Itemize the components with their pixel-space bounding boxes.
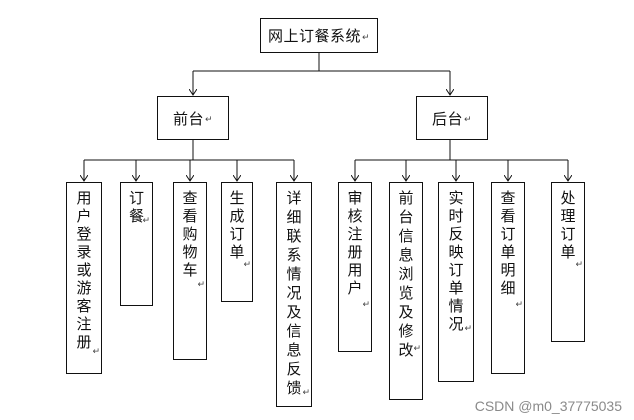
return-mark: ↵	[515, 300, 523, 310]
return-mark: ↵	[197, 280, 205, 290]
front-child-5-label: 详细联系情况及信息反馈	[286, 189, 302, 397]
back-child-5: 处理订单 ↵	[551, 182, 585, 342]
return-mark: ↵	[413, 344, 421, 354]
return-mark: ↵	[464, 324, 472, 334]
return-mark: ↵	[463, 115, 473, 125]
return-mark: ↵	[575, 260, 583, 270]
back-child-3: 实时反映订单情况 ↵	[438, 182, 474, 382]
front-child-2: 订餐 ↵	[120, 182, 153, 306]
back-child-4: 查看订单明细 ↵	[491, 182, 525, 374]
return-mark: ↵	[92, 347, 100, 357]
back-child-2: 前台信息浏览及修改 ↵	[389, 182, 423, 400]
back-child-2-label: 前台信息浏览及修改	[398, 189, 414, 359]
front-node: 前台 ↵	[157, 96, 229, 140]
back-child-4-label: 查看订单明细	[500, 189, 516, 297]
front-label: 前台	[172, 109, 204, 128]
front-child-1: 用户登录或游客注册 ↵	[66, 182, 102, 374]
back-child-5-label: 处理订单	[560, 189, 576, 261]
front-child-4-label: 生成订单	[229, 189, 245, 261]
front-child-3: 查看购物车 ↵	[173, 182, 207, 360]
root-node: 网上订餐系统 ↵	[260, 18, 378, 53]
back-node: 后台 ↵	[416, 96, 488, 140]
return-mark: ↵	[362, 300, 370, 310]
return-mark: ↵	[243, 260, 251, 270]
return-mark: ↵	[142, 216, 150, 226]
front-child-3-label: 查看购物车	[182, 189, 198, 279]
front-child-2-label: 订餐	[128, 189, 144, 225]
back-child-3-label: 实时反映订单情况	[448, 189, 464, 333]
watermark: CSDN @m0_37775035	[474, 398, 622, 414]
front-child-5: 详细联系情况及信息反馈 ↵	[276, 182, 312, 407]
return-mark: ↵	[361, 33, 371, 43]
return-mark: ↵	[302, 388, 310, 398]
front-child-4: 生成订单 ↵	[221, 182, 253, 302]
back-child-1-label: 审核注册用户	[347, 189, 363, 297]
return-mark: ↵	[204, 115, 214, 125]
front-child-1-label: 用户登录或游客注册	[76, 189, 92, 351]
root-label: 网上订餐系统	[267, 27, 361, 45]
back-child-1: 审核注册用户 ↵	[338, 182, 372, 352]
back-label: 后台	[431, 109, 463, 128]
